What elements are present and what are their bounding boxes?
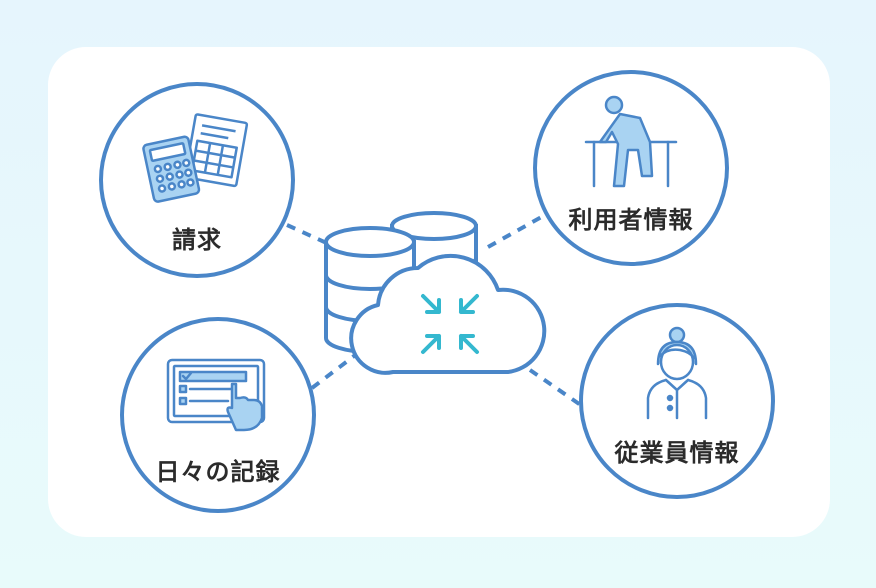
- node-staff-info: [579, 303, 775, 499]
- node-billing: [99, 82, 295, 278]
- tablet-checklist-icon: [166, 358, 266, 432]
- node-daily-records-label: 日々の記録: [155, 458, 281, 486]
- connector-user-info: [487, 213, 546, 249]
- node-user-info: [533, 70, 729, 266]
- nurse-icon: [646, 326, 708, 420]
- node-staff-info-label: 従業員情報: [614, 439, 740, 467]
- node-user-info-circle: [533, 70, 729, 266]
- node-user-info-label: 利用者情報: [568, 206, 694, 234]
- cloud-icon: [349, 253, 547, 375]
- calculator-document-icon: [142, 113, 249, 203]
- connector-staff-info: [528, 368, 587, 410]
- connectors: [286, 213, 587, 410]
- arrows-converge-icon: [421, 294, 479, 354]
- node-billing-label: 請求: [172, 226, 222, 254]
- connector-daily-records: [310, 348, 364, 390]
- database-cloud-icon: [324, 211, 547, 375]
- node-daily-records: [120, 317, 316, 513]
- person-table-icon: [584, 95, 678, 188]
